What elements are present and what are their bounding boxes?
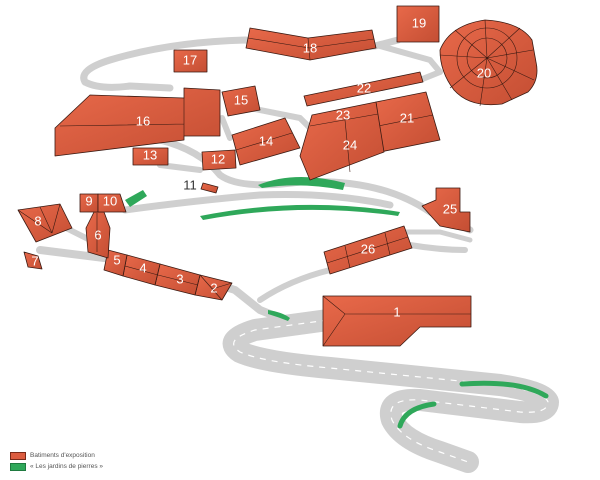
- building-13-number: 13: [143, 147, 157, 162]
- garden-area: [258, 176, 345, 190]
- building-14-number: 14: [259, 133, 273, 148]
- building-10[interactable]: 10: [97, 193, 127, 213]
- building-8[interactable]: 8: [17, 203, 73, 243]
- building-7[interactable]: 7: [23, 251, 43, 270]
- building-2[interactable]: 2: [194, 274, 233, 301]
- building-15[interactable]: 15: [221, 85, 261, 117]
- building-9[interactable]: 9: [79, 193, 99, 213]
- building-18[interactable]: 18: [245, 27, 377, 61]
- building-23-number: 23: [336, 107, 350, 122]
- building-12[interactable]: 12: [201, 149, 237, 171]
- building-1-number: 1: [393, 304, 400, 319]
- building-19-number: 19: [412, 15, 426, 30]
- building-3[interactable]: 3: [154, 263, 201, 296]
- building-15-number: 15: [234, 92, 248, 107]
- building-12-number: 12: [211, 151, 225, 166]
- building-24-number: 24: [343, 137, 357, 152]
- building-9-number: 9: [85, 193, 92, 208]
- building-22[interactable]: 22: [303, 71, 424, 107]
- exhibition-buildings: 1 2 3 4 5 6 7: [17, 5, 538, 347]
- building-4[interactable]: 4: [122, 254, 161, 286]
- building-8-number: 8: [34, 213, 41, 228]
- building-26-number: 26: [361, 241, 375, 256]
- building-18-number: 18: [303, 40, 317, 55]
- building-3-number: 3: [176, 271, 183, 286]
- building-17[interactable]: 17: [173, 49, 208, 73]
- building-19[interactable]: 19: [396, 5, 440, 43]
- building-11[interactable]: 11: [183, 177, 219, 194]
- building-11-number: 11: [183, 177, 197, 192]
- building-17-number: 17: [183, 52, 197, 67]
- garden-area: [125, 190, 147, 207]
- garden-areas: [125, 176, 549, 429]
- building-1[interactable]: 1: [322, 295, 472, 347]
- building-5-number: 5: [113, 252, 120, 267]
- building-5[interactable]: 5: [103, 249, 128, 277]
- building-22-number: 22: [357, 80, 371, 95]
- garden-area: [397, 401, 437, 429]
- building-4-number: 4: [139, 260, 146, 275]
- building-24[interactable]: 24: [299, 101, 385, 181]
- garden-area: [459, 380, 549, 399]
- building-14[interactable]: 14: [231, 117, 301, 166]
- legend-buildings-label: Batiments d'exposition: [30, 452, 95, 459]
- legend-row-gardens: « Les jardins de pierres »: [10, 461, 103, 472]
- legend-gardens-label: « Les jardins de pierres »: [30, 463, 103, 470]
- building-16[interactable]: 16: [54, 87, 221, 157]
- legend-row-buildings: Batiments d'exposition: [10, 450, 103, 461]
- building-25-number: 25: [443, 201, 457, 216]
- building-21[interactable]: 21: [375, 91, 441, 153]
- building-6-number: 6: [94, 227, 101, 242]
- building-6[interactable]: 6: [85, 211, 111, 259]
- building-7-number: 7: [31, 253, 38, 268]
- garden-swatch-icon: [10, 462, 26, 471]
- garden-area: [200, 204, 400, 220]
- building-21-number: 21: [400, 110, 414, 125]
- building-swatch-icon: [10, 451, 26, 460]
- building-2-number: 2: [210, 280, 217, 295]
- building-26[interactable]: 26: [323, 225, 413, 275]
- building-23: 23: [336, 107, 350, 122]
- building-16-number: 16: [136, 113, 150, 128]
- building-13[interactable]: 13: [132, 147, 169, 166]
- building-25[interactable]: 25: [421, 187, 471, 233]
- building-20-number: 20: [477, 65, 491, 80]
- map-legend: Batiments d'exposition « Les jardins de …: [10, 450, 103, 472]
- building-20[interactable]: 20: [439, 19, 538, 107]
- garden-area: [268, 310, 290, 321]
- building-10-number: 10: [103, 193, 117, 208]
